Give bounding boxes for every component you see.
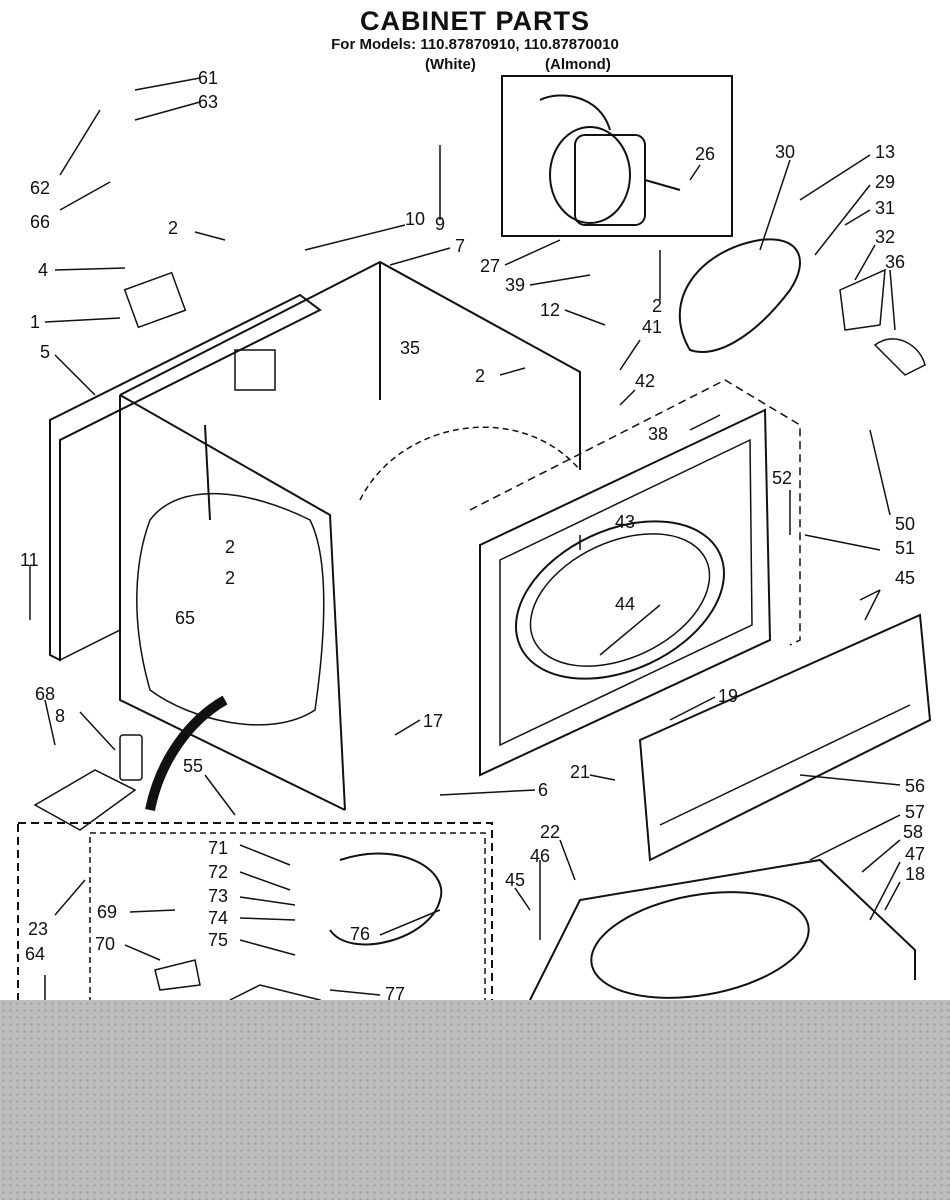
variant-almond: (Almond) (545, 56, 611, 73)
callout-label: 43 (615, 512, 635, 532)
callout-label: 75 (208, 930, 228, 950)
callout-label: 4 (38, 260, 48, 280)
callout-label: 32 (875, 227, 895, 247)
callout-label: 56 (905, 776, 925, 796)
callout-label: 23 (28, 919, 48, 939)
callout-label: 57 (905, 802, 925, 822)
callout-label: 13 (875, 142, 895, 162)
control-inset-box (17, 822, 493, 1024)
callout-label: 50 (895, 514, 915, 534)
callout-label: 74 (208, 908, 228, 928)
callout-label: 6 (538, 780, 548, 800)
callout-label: 1 (30, 312, 40, 332)
callout-label: 47 (905, 844, 925, 864)
callout-label: 41 (642, 317, 662, 337)
callout-label: 2 (225, 568, 235, 588)
variant-white: (White) (425, 56, 476, 73)
callout-label: 42 (635, 371, 655, 391)
callout-label: 2 (225, 537, 235, 557)
callout-label: 17 (423, 711, 443, 731)
motor-inset-box (501, 75, 733, 237)
callout-label: 26 (695, 144, 715, 164)
callout-label: 45 (505, 870, 525, 890)
callout-label: 62 (30, 178, 50, 198)
base-part (529, 858, 916, 1001)
callout-label: 66 (30, 212, 50, 232)
callout-label: 36 (885, 252, 905, 272)
callout-label: 64 (25, 944, 45, 964)
callout-label: 63 (198, 92, 218, 112)
callout-label: 12 (540, 300, 560, 320)
models-subtitle: For Models: 110.87870910, 110.87870010 (331, 36, 619, 53)
page-title: CABINET PARTS (359, 6, 590, 36)
toe-panel-part (638, 613, 932, 862)
callout-label: 39 (505, 275, 525, 295)
callout-label: 29 (875, 172, 895, 192)
rear-panel-part (49, 293, 322, 662)
front-panel-part (479, 408, 772, 777)
callout-label: 58 (903, 822, 923, 842)
callout-label: 73 (208, 886, 228, 906)
callout-label: 19 (718, 686, 738, 706)
callout-label: 18 (905, 864, 925, 884)
callout-label: 2 (475, 366, 485, 386)
callout-label: 52 (772, 468, 792, 488)
callout-label: 68 (35, 684, 55, 704)
callout-label: 21 (570, 762, 590, 782)
callout-label: 5 (40, 342, 50, 362)
callout-label: 8 (55, 706, 65, 726)
callout-label: 55 (183, 756, 203, 776)
callout-label: 27 (480, 256, 500, 276)
callout-label: 46 (530, 846, 550, 866)
callout-label: 31 (875, 198, 895, 218)
callout-label: 71 (208, 838, 228, 858)
callout-label: 2 (652, 296, 662, 316)
callout-label: 51 (895, 538, 915, 558)
image-cutoff-overlay (0, 1000, 950, 1200)
callout-label: 77 (385, 984, 405, 1004)
callout-label: 69 (97, 902, 117, 922)
motor-part (539, 94, 681, 226)
callout-label: 30 (775, 142, 795, 162)
callout-label: 72 (208, 862, 228, 882)
callout-label: 65 (175, 608, 195, 628)
callout-label: 9 (435, 214, 445, 234)
callout-label: 70 (95, 934, 115, 954)
callout-label: 44 (615, 594, 635, 614)
callout-label: 22 (540, 822, 560, 842)
callout-label: 45 (895, 568, 915, 588)
callout-label: 2 (168, 218, 178, 238)
callout-label: 11 (20, 550, 39, 570)
callout-label: 35 (400, 338, 420, 358)
callout-label: 76 (350, 924, 370, 944)
drive-belt-part (678, 238, 801, 353)
callout-label: 38 (648, 424, 668, 444)
callout-label: 10 (405, 209, 425, 229)
callout-label: 61 (198, 68, 218, 88)
callout-label: 7 (455, 236, 465, 256)
